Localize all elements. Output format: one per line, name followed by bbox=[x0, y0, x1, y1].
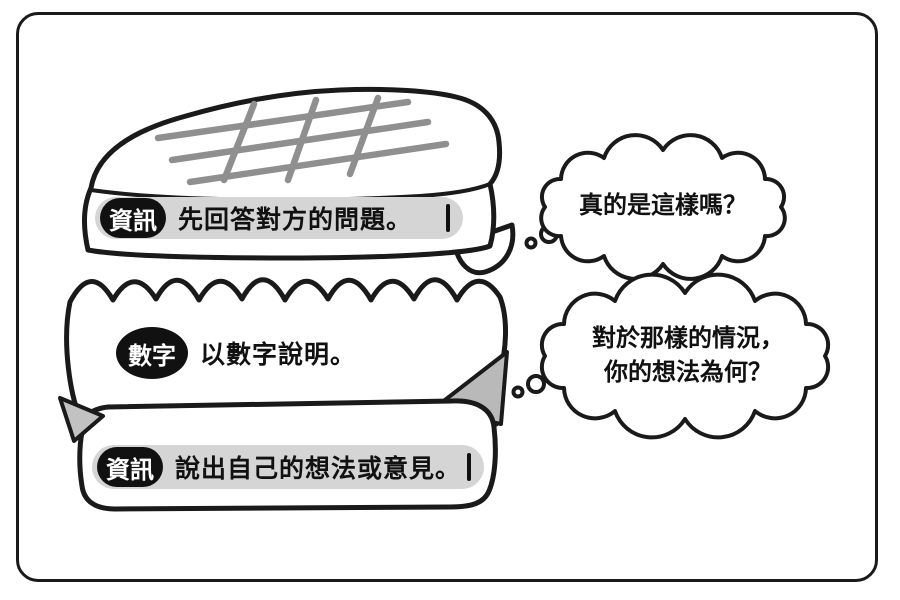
layer2-label: 數字 以數字說明。 bbox=[116, 327, 356, 379]
layer2-badge: 數字 bbox=[116, 327, 188, 379]
layer1-label-band: 資訊 先回答對方的問題。 bbox=[95, 197, 463, 239]
thought-bubble-1 bbox=[539, 133, 787, 281]
layer1-tick-mark bbox=[446, 204, 450, 232]
layer1-badge: 資訊 bbox=[100, 198, 166, 238]
thought1-text: 真的是這樣嗎？ bbox=[579, 192, 747, 219]
layer1-text: 先回答對方的問題。 bbox=[178, 206, 413, 234]
layer3-label-band: 資訊 說出自己的想法或意見。 bbox=[92, 445, 484, 489]
left-fold bbox=[58, 396, 105, 443]
layer2-text: 以數字說明。 bbox=[200, 341, 357, 369]
middle-filling bbox=[64, 277, 509, 430]
thought-trail-2 bbox=[511, 374, 546, 399]
thought2-text: 對於那樣的情況， 你的想法為何？ bbox=[592, 322, 784, 390]
thought2-line1: 對於那樣的情況， bbox=[592, 325, 784, 352]
layer3-text: 說出自己的想法或意見。 bbox=[175, 455, 462, 483]
grill-marks bbox=[154, 94, 450, 186]
layer3-badge: 資訊 bbox=[97, 447, 163, 487]
layer3-tick-mark bbox=[467, 453, 471, 481]
thought-bubble-2 bbox=[539, 272, 831, 440]
thought2-line2: 你的想法為何？ bbox=[604, 359, 772, 386]
